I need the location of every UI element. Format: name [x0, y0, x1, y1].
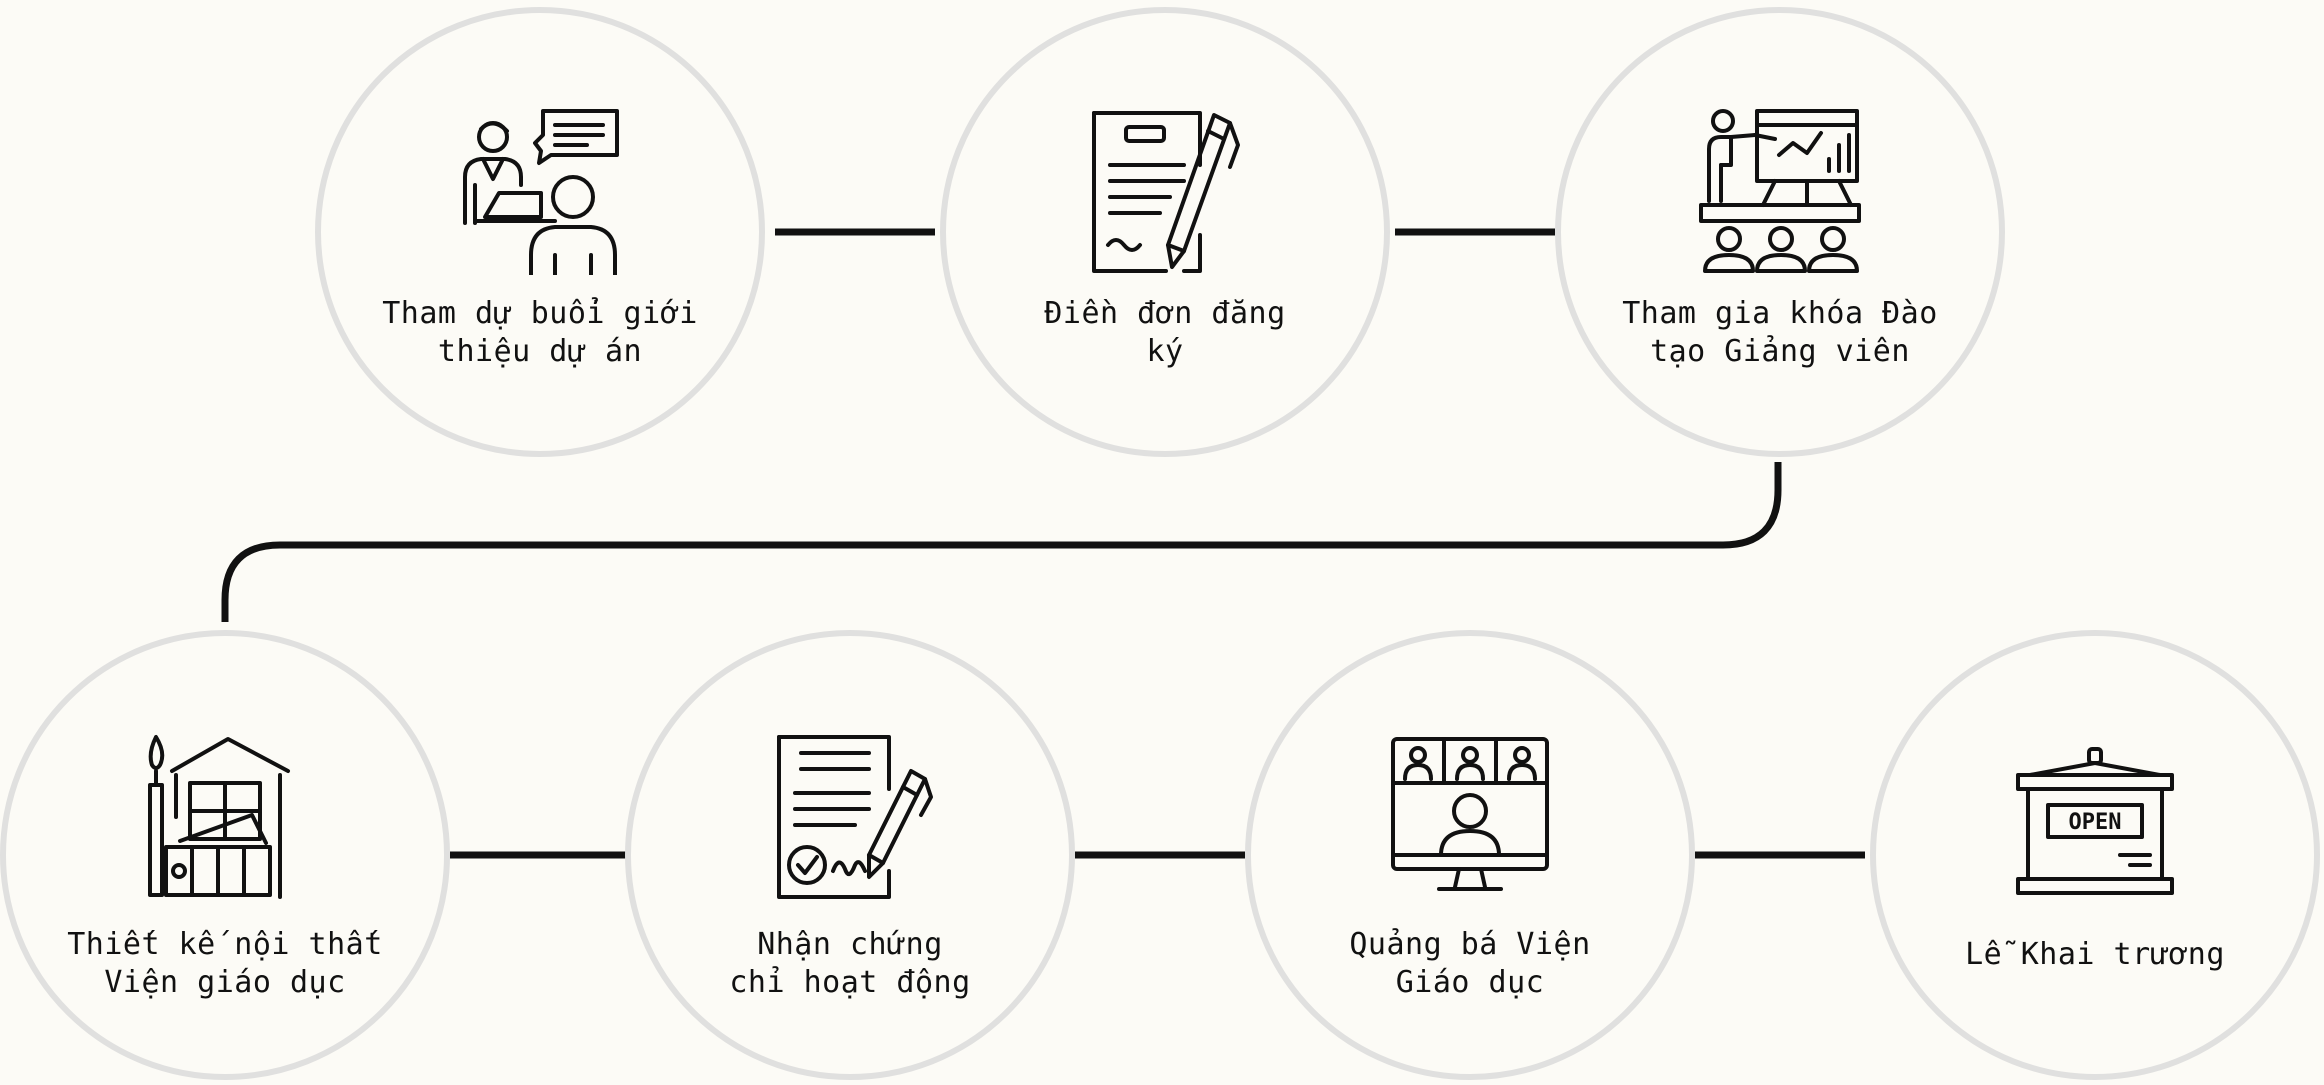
open-sign-icon: OPEN	[2010, 731, 2180, 901]
step-6-circle: Quảng bá Viện Giáo dục	[1245, 630, 1695, 1080]
step-6-label-line1: Quảng bá Viện	[1349, 927, 1591, 962]
step-5-label-line2: chỉ hoạt động	[729, 965, 971, 1000]
step-5-circle: Nhận chứng chỉ hoạt động	[625, 630, 1075, 1080]
form-pen-icon	[1080, 105, 1250, 275]
training-class-icon	[1695, 105, 1865, 275]
interior-design-icon	[140, 731, 310, 901]
step-7-label-line1: Lễ Khai trương	[1965, 937, 2225, 972]
step-2-label-line1: Điền đơn đăng	[1044, 296, 1286, 331]
step-3-label-line2: tạo Giảng viên	[1650, 334, 1910, 369]
step-2-label-line2: ký	[1146, 334, 1184, 369]
step-4-label-line2: Viện giáo dục	[104, 965, 346, 1000]
video-conference-icon	[1385, 731, 1555, 901]
step-2-label: Điền đơn đăng ký	[976, 295, 1354, 371]
step-3-label-line1: Tham gia khóa Đào	[1622, 296, 1938, 331]
step-1-circle: Tham dự buổi giới thiệu dự án	[315, 7, 765, 457]
step-5-label-line1: Nhận chứng	[757, 927, 943, 962]
step-2-circle: Điền đơn đăng ký	[940, 7, 1390, 457]
step-4-label-line1: Thiết kế nội thất	[67, 927, 383, 962]
open-sign-text: OPEN	[2069, 810, 2122, 835]
step-6-label-line2: Giáo dục	[1395, 965, 1545, 1000]
step-1-label: Tham dự buổi giới thiệu dự án	[351, 295, 729, 371]
step-6-label: Quảng bá Viện Giáo dục	[1281, 926, 1659, 1002]
step-3-label: Tham gia khóa Đào tạo Giảng viên	[1591, 295, 1969, 371]
step-7-label: Lễ Khai trương	[1906, 936, 2284, 974]
certificate-signed-icon	[765, 731, 935, 901]
step-3-circle: Tham gia khóa Đào tạo Giảng viên	[1555, 7, 2005, 457]
step-4-label: Thiết kế nội thất Viện giáo dục	[36, 926, 414, 1002]
connector-3-4	[221, 462, 1782, 622]
presentation-meeting-icon	[455, 105, 625, 275]
step-4-circle: Thiết kế nội thất Viện giáo dục	[0, 630, 450, 1080]
step-1-label-line1: Tham dự buổi giới	[382, 296, 698, 331]
step-1-label-line2: thiệu dự án	[437, 334, 643, 369]
step-7-circle: OPEN Lễ Khai trương	[1870, 630, 2320, 1080]
step-5-label: Nhận chứng chỉ hoạt động	[661, 926, 1039, 1002]
